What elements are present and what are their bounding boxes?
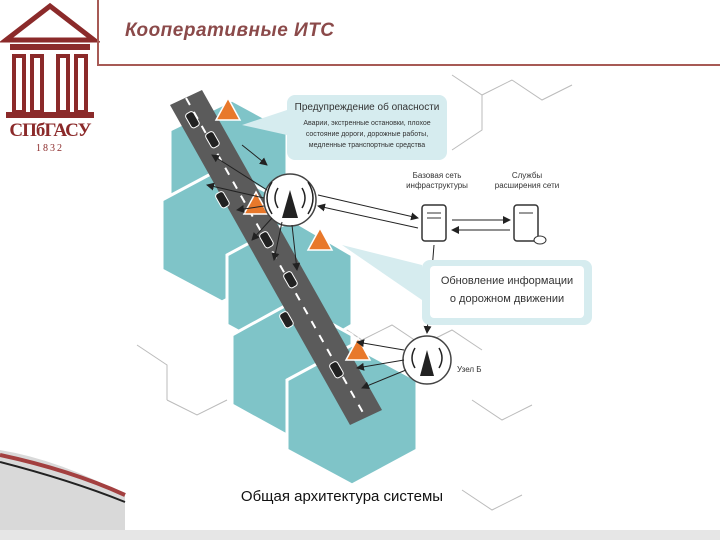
vehicles (185, 111, 344, 379)
services-label: Службы (512, 171, 543, 180)
update-subtitle: о дорожном движении (450, 293, 564, 305)
base-network-label: инфраструктуры (406, 181, 468, 190)
university-logo: СПбГАСУ 1832 (0, 0, 102, 160)
decorative-swoosh (0, 450, 720, 540)
traffic-update-callout: Обновление информации о дорожном движени… (342, 245, 592, 325)
warning-line: состояние дороги, дорожные работы, (306, 130, 428, 138)
database-icon (533, 235, 547, 245)
services-label: расширения сети (495, 181, 559, 190)
network-services: Службы расширения сети (495, 171, 559, 245)
diagram-caption: Общая архитектура системы (240, 488, 444, 505)
title-divider-horizontal (99, 64, 720, 66)
warning-callout: Предупреждение об опасности Аварии, экст… (242, 95, 447, 160)
update-title: Обновление информации (441, 275, 573, 287)
base-network-label: Базовая сеть (413, 171, 462, 180)
vehicle (329, 361, 344, 379)
vehicle (205, 131, 220, 149)
title-divider-vertical (97, 0, 99, 66)
vehicle (259, 231, 274, 249)
architecture-diagram: Предупреждение об опасности Аварии, экст… (136, 74, 592, 511)
building-emblem-icon (0, 2, 102, 118)
node-b-antenna-icon (402, 335, 452, 385)
hazard-icon (344, 336, 372, 361)
logo-year: 1832 (36, 143, 64, 154)
node-b-arrows (356, 339, 407, 390)
vehicle (185, 111, 200, 129)
warning-line: медленные транспортные средства (309, 142, 425, 149)
node-b-label: Узел Б (457, 365, 482, 374)
warning-line: Аварии, экстренные остановки, плохое (303, 120, 430, 127)
broadcast-arrows (206, 144, 301, 271)
warning-title: Предупреждение об опасности (295, 101, 440, 113)
hazard-icon (214, 96, 242, 121)
server-icon (421, 204, 447, 242)
roadside-antenna-icon (263, 173, 317, 227)
page-title: Кооперативные ИТС (125, 20, 335, 41)
vehicle (215, 191, 230, 209)
base-network: Базовая сеть инфраструктуры (406, 171, 468, 242)
vehicle (283, 271, 298, 289)
vehicle (279, 311, 294, 329)
hazard-icon (306, 226, 334, 251)
server-icon (513, 204, 539, 242)
logo-text: СПбГАСУ (9, 120, 91, 141)
